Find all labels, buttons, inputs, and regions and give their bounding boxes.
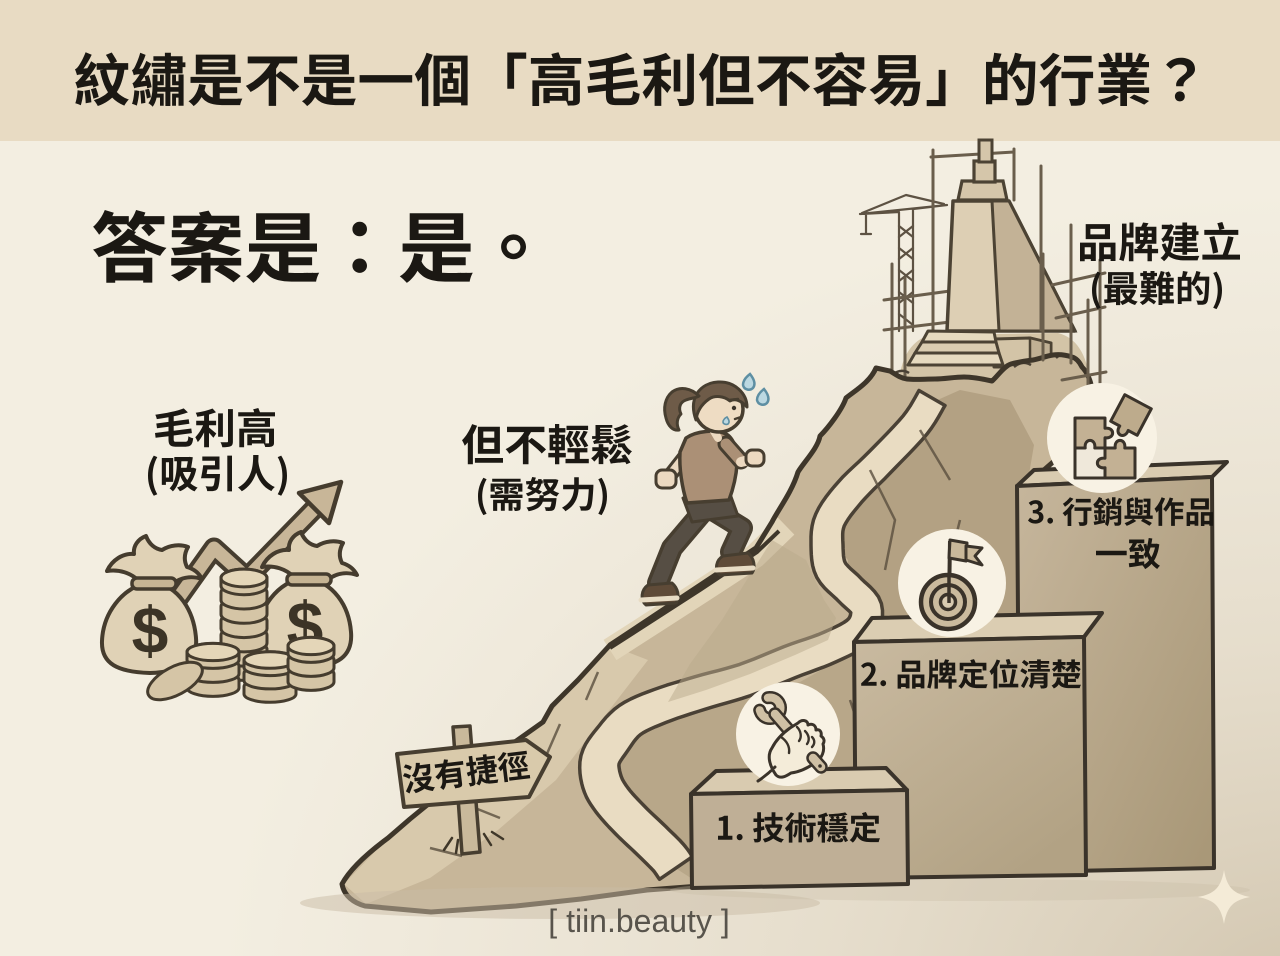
svg-text:$: $ — [132, 593, 169, 667]
svg-text:[ tiin.beauty ]: [ tiin.beauty ] — [548, 903, 729, 939]
